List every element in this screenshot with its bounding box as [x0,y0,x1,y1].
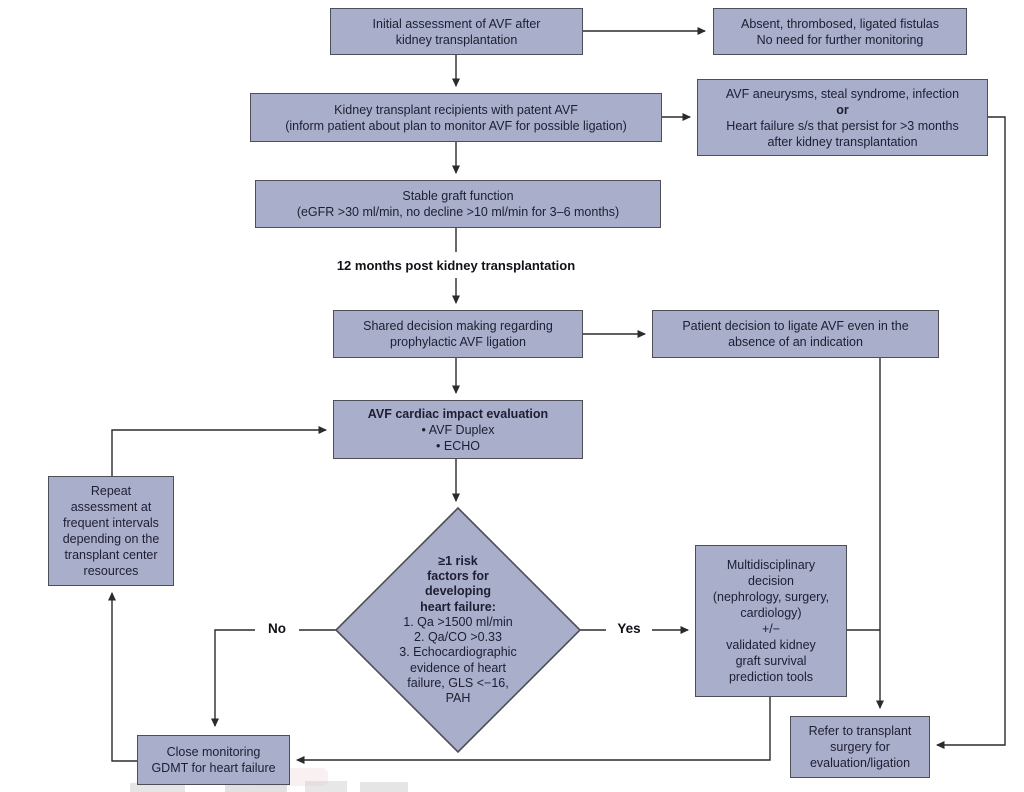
watermark-artifact [305,781,347,792]
node-patent-avf-recipients: Kidney transplant recipients with patent… [250,93,662,142]
node-shared-decision: Shared decision making regarding prophyl… [333,310,583,358]
node-initial-assessment: Initial assessment of AVF after kidney t… [330,8,583,55]
node-stable-graft: Stable graft function (eGFR >30 ml/min, … [255,180,661,228]
node-shared-decision-text: Shared decision making regarding prophyl… [363,319,553,349]
node-multidisciplinary-decision: Multidisciplinary decision (nephrology, … [695,545,847,697]
watermark-artifact [360,782,408,792]
node-initial-assessment-text: Initial assessment of AVF after kidney t… [372,16,541,47]
node-aneurysms-indications: AVF aneurysms, steal syndrome, infection… [697,79,988,156]
node-risk-diamond: ≥1 risk factors for developing heart fai… [356,520,560,740]
node-absent-thrombosed: Absent, thrombosed, ligated fistulas No … [713,8,967,55]
risk-diamond-title: ≥1 risk factors for developing heart fai… [420,553,496,614]
watermark-artifact [130,783,185,792]
node-patient-decision-text: Patient decision to ligate AVF even in t… [682,319,909,349]
node-close-monitoring: Close monitoring GDMT for heart failure [137,735,290,785]
node-patent-avf-recipients-text: Kidney transplant recipients with patent… [285,102,627,133]
risk-diamond-shape [334,506,582,754]
node-patient-decision: Patient decision to ligate AVF even in t… [652,310,939,358]
node-cardiac-evaluation: AVF cardiac impact evaluation • AVF Dupl… [333,400,583,459]
node-aneurysms-or: or [836,102,849,117]
risk-diamond-body: 1. Qa >1500 ml/min 2. Qa/CO >0.33 3. Ech… [399,614,517,705]
node-cardiac-evaluation-title: AVF cardiac impact evaluation [367,406,549,421]
node-aneurysms-line1: AVF aneurysms, steal syndrome, infection [725,86,960,101]
node-aneurysms-line2: Heart failure s/s that persist for >3 mo… [726,118,959,149]
node-absent-thrombosed-text: Absent, thrombosed, ligated fistulas No … [740,16,940,47]
edge-label-no: No [255,621,299,636]
node-repeat-assessment-text: Repeat assessment at frequent intervals … [62,484,160,578]
node-refer-transplant-surgery: Refer to transplant surgery for evaluati… [790,716,930,778]
node-close-monitoring-text: Close monitoring GDMT for heart failure [151,745,276,775]
node-cardiac-evaluation-bullets: • AVF Duplex • ECHO [421,422,495,453]
edge-label-yes: Yes [606,621,652,636]
node-multidisciplinary-decision-text: Multidisciplinary decision (nephrology, … [712,558,830,684]
node-repeat-assessment: Repeat assessment at frequent intervals … [48,476,174,586]
label-12-months: 12 months post kidney transplantation [336,258,576,273]
node-stable-graft-text: Stable graft function (eGFR >30 ml/min, … [296,189,620,219]
node-refer-transplant-surgery-text: Refer to transplant surgery for evaluati… [808,724,912,770]
